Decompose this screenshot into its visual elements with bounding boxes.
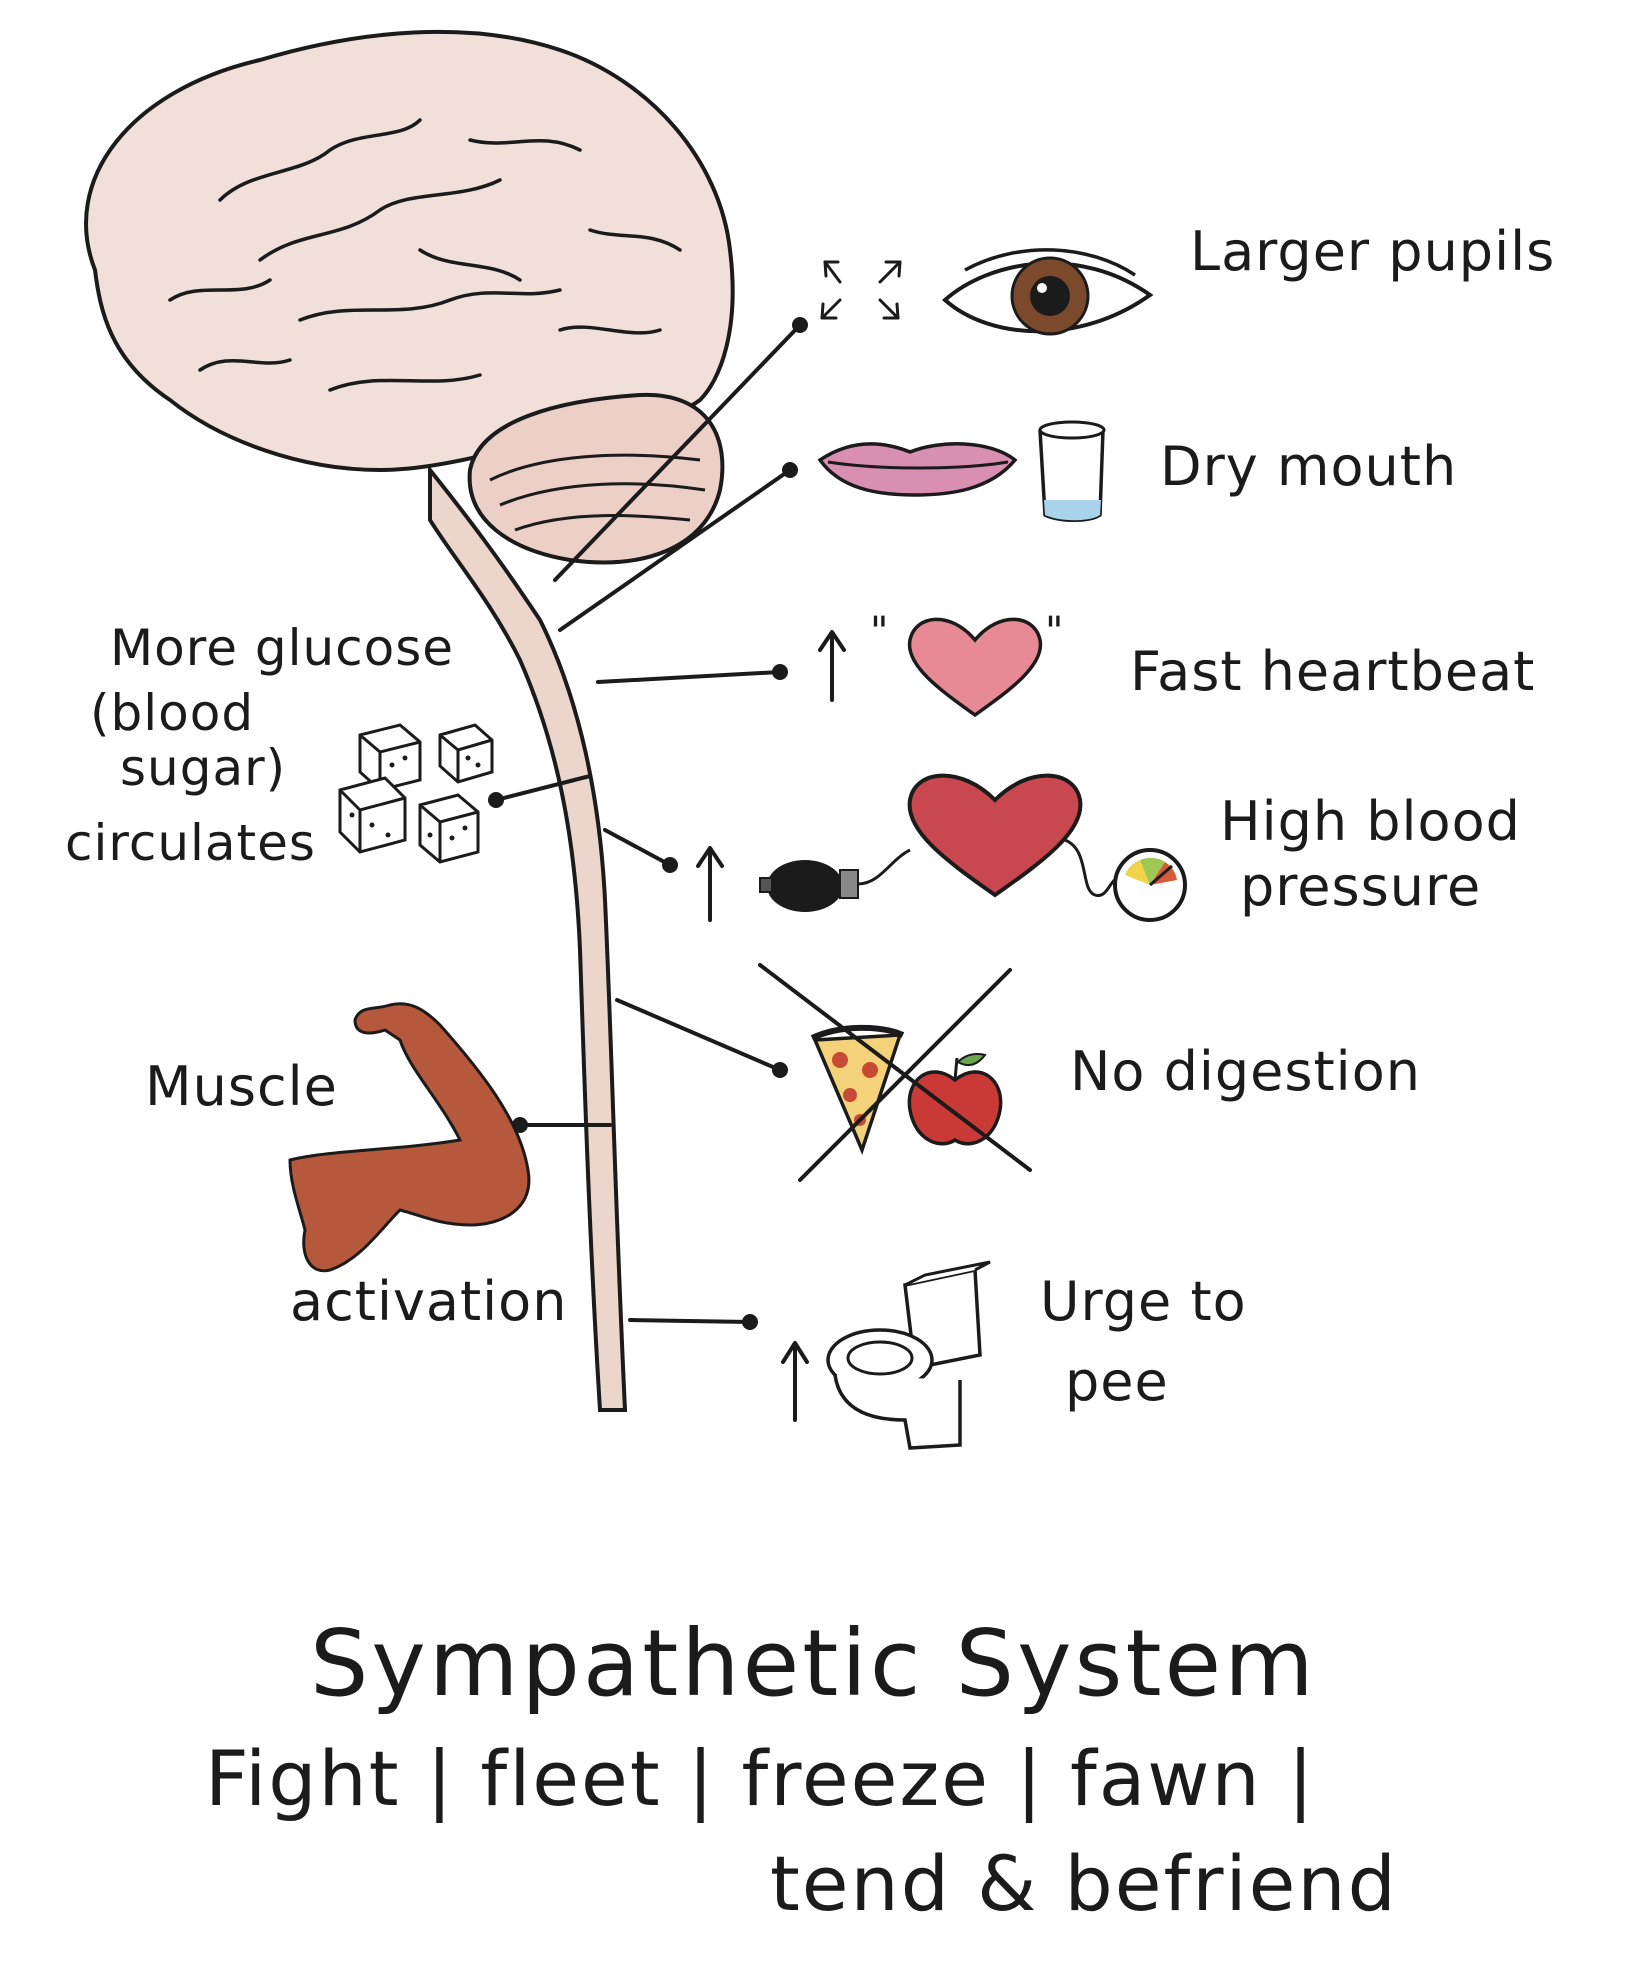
heart-icon (907, 773, 1083, 898)
brain-folds (168, 118, 682, 392)
label-glucose-line4: circulates (65, 814, 316, 872)
connector-heartbeat (596, 670, 782, 684)
up-arrow-icon (781, 1341, 809, 1422)
dilation-arrows-icon (820, 260, 902, 320)
water-glass-icon (1038, 420, 1106, 522)
connector-pupils (553, 323, 802, 582)
toilet-icon (826, 1260, 991, 1450)
label-bp-line1: High blood (1220, 790, 1521, 853)
connector-digestion (615, 998, 782, 1072)
label-muscle-line1: Muscle (145, 1055, 338, 1118)
label-dry-mouth: Dry mouth (1160, 435, 1457, 498)
pressure-gauge-icon (1113, 848, 1187, 922)
heart-icon (907, 617, 1043, 718)
label-bp-line2: pressure (1240, 855, 1481, 918)
diagram-subtitle-line2: tend & befriend (770, 1839, 1398, 1928)
label-muscle-line2: activation (290, 1270, 567, 1333)
label-pee-line2: pee (1065, 1350, 1169, 1413)
cross-out-icon (758, 963, 1032, 1182)
quote-marks-left: " (870, 609, 889, 655)
sugar-cube-dots (349, 755, 481, 841)
lips-icon (817, 442, 1018, 497)
connector-bp (603, 828, 672, 867)
label-larger-pupils: Larger pupils (1190, 220, 1555, 283)
flexed-arm-icon (288, 1002, 531, 1273)
label-pee-line1: Urge to (1040, 1270, 1247, 1333)
spinal-cord-icon (428, 464, 628, 1412)
connector-mouth (558, 468, 792, 632)
quote-marks-right: " (1045, 609, 1064, 655)
blood-pressure-pump-icon (759, 848, 911, 912)
label-glucose-line1: More glucose (110, 619, 454, 677)
label-glucose-line3: sugar) (120, 739, 286, 797)
sugar-cube-icon (338, 723, 494, 864)
label-fast-heartbeat: Fast heartbeat (1130, 640, 1535, 703)
brain-icon (84, 29, 735, 565)
apple-icon (907, 1053, 1003, 1146)
connector-glucose (494, 774, 592, 802)
nerve-connectors (488, 317, 808, 1330)
label-glucose-line2: (blood (90, 684, 254, 742)
eye-icon (941, 248, 1154, 336)
up-arrow-icon (696, 846, 724, 922)
up-arrow-icon (818, 630, 846, 702)
diagram-title: Sympathetic System (310, 1610, 1317, 1717)
connector-pee (628, 1318, 752, 1324)
diagram-subtitle-line1: Fight | fleet | freeze | fawn | (205, 1734, 1315, 1824)
label-no-digestion: No digestion (1070, 1040, 1421, 1103)
